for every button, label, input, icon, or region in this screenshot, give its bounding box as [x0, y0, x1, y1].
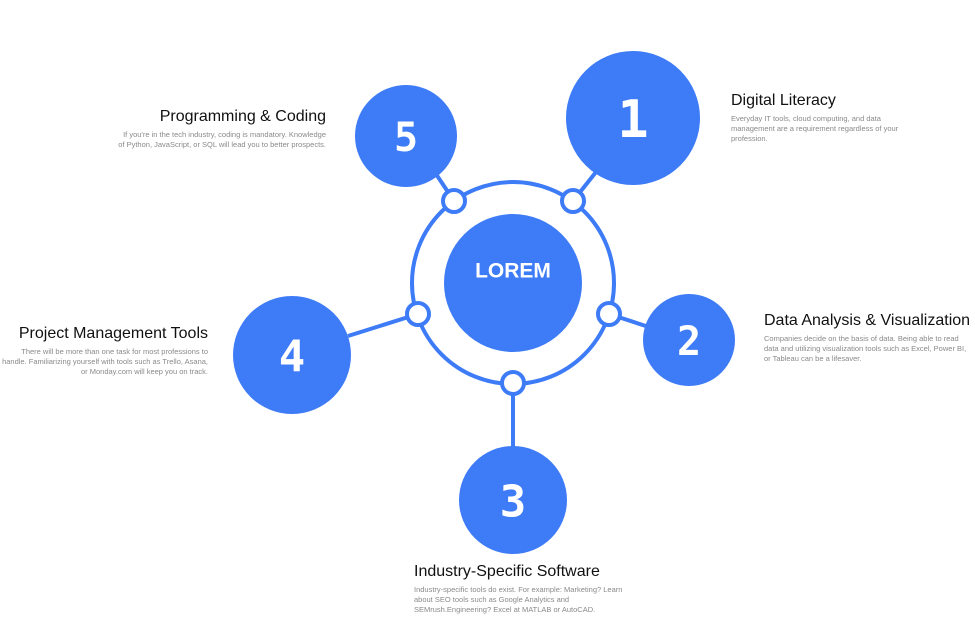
- node-circle-2: [643, 294, 735, 386]
- junction-dot-2: [596, 301, 622, 327]
- node-description-5: If you're in the tech industry, coding i…: [118, 130, 326, 149]
- node-circle-3: [459, 446, 567, 554]
- node-title-4: Project Management Tools: [18, 325, 208, 342]
- center-label: LOREM: [475, 260, 551, 283]
- node-description-4: There will be more than one task for mos…: [2, 347, 208, 376]
- node-circle-4: [233, 296, 351, 414]
- junction-dot-4: [405, 301, 431, 327]
- node-label-1: Digital Literacy Everyday IT tools, clou…: [731, 92, 901, 144]
- node-title-2: Data Analysis & Visualization: [764, 312, 971, 329]
- junction-dot-3: [500, 370, 526, 396]
- node-label-3: Industry-Specific Software Industry-spec…: [414, 563, 624, 615]
- node-label-5: Programming & Coding If you're in the te…: [116, 108, 326, 150]
- junction-dot-1: [560, 188, 586, 214]
- center-hub: [444, 214, 582, 352]
- node-number-2: 2: [677, 319, 701, 365]
- node-label-4: Project Management Tools There will be m…: [2, 325, 208, 377]
- node-number-5: 5: [394, 115, 418, 161]
- node-description-1: Everyday IT tools, cloud computing, and …: [731, 114, 899, 143]
- junction-dot-5: [441, 188, 467, 214]
- node-description-3: Industry-specific tools do exist. For ex…: [414, 585, 623, 614]
- node-number-4: 4: [279, 332, 306, 383]
- node-title-3: Industry-Specific Software: [414, 563, 600, 580]
- node-title-5: Programming & Coding: [159, 108, 326, 125]
- node-description-2: Companies decide on the basis of data. B…: [764, 334, 967, 363]
- node-title-1: Digital Literacy: [731, 92, 836, 109]
- node-label-2: Data Analysis & Visualization Companies …: [764, 312, 970, 364]
- node-circle-1: [566, 51, 700, 185]
- node-number-3: 3: [500, 477, 527, 528]
- node-number-1: 1: [617, 90, 648, 150]
- node-circle-5: [355, 85, 457, 187]
